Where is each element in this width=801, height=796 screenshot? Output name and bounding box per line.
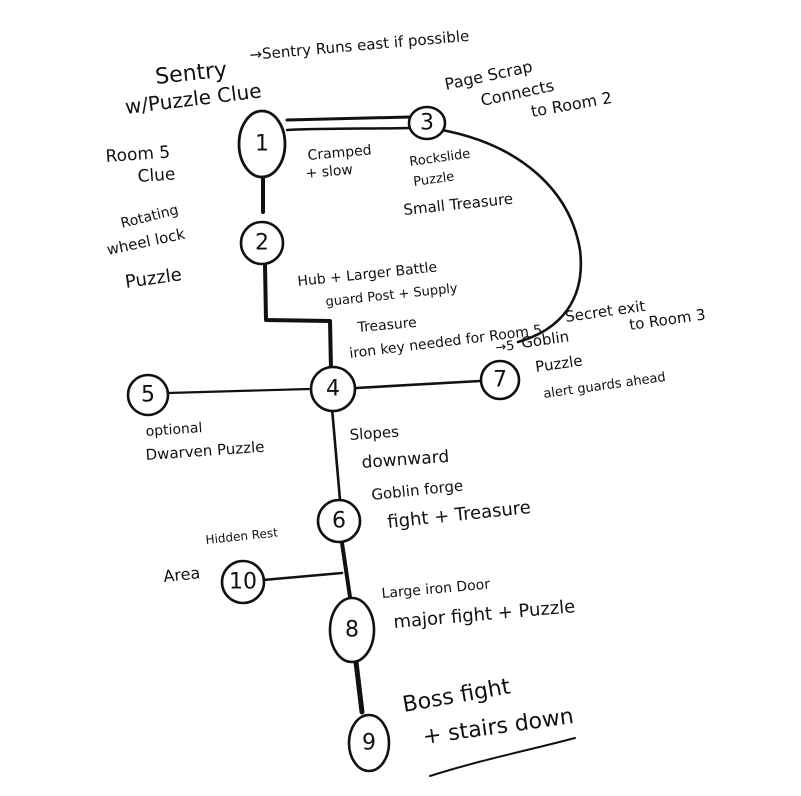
room-9-number: 9 [362, 731, 376, 756]
corridor-2-4 [263, 263, 333, 372]
room-7-number: 7 [493, 368, 507, 393]
room-1-node: 1 [237, 109, 287, 179]
room-3-node: 3 [407, 105, 447, 141]
corridor-4-7 [354, 379, 482, 390]
slopes-line2: downward [361, 447, 450, 473]
room-8-node: 8 [328, 596, 376, 664]
room-1-number: 1 [255, 132, 269, 157]
rotating-line2: wheel lock [105, 225, 187, 259]
boss-line1: Boss fight [401, 674, 513, 718]
goblin-forge-line1: Goblin forge [371, 476, 464, 504]
room-10-node: 10 [220, 559, 266, 605]
room-4-number: 4 [326, 377, 340, 402]
corridor-1-3-upper [285, 115, 412, 122]
optional-line1: optional [145, 420, 203, 440]
room5-clue-line2: Clue [137, 164, 176, 187]
slopes-line1: Slopes [349, 423, 400, 444]
corridor-8-9 [353, 659, 365, 715]
room-4-node: 4 [309, 365, 357, 413]
room-5-node: 5 [126, 373, 170, 417]
room-5-number: 5 [141, 383, 155, 408]
room5-clue-line1: Room 5 [105, 143, 171, 167]
hub-line3: Treasure [356, 315, 418, 336]
corridor-1-3-lower [285, 126, 412, 132]
room-9-node: 9 [347, 713, 391, 773]
rockslide-line3: Small Treasure [403, 190, 514, 219]
room-6-node: 6 [316, 498, 362, 544]
corridor-5-4 [166, 387, 311, 395]
cramped-line1: Cramped [307, 142, 372, 164]
rotating-line3: Puzzle [124, 264, 183, 293]
goblin-forge-line2: fight + Treasure [386, 497, 531, 533]
annotations: Sentry w/Puzzle Clue →Sentry Runs east i… [105, 27, 707, 750]
goblin-puzzle-line2: Puzzle [534, 352, 583, 376]
goblin-puzzle-line3: alert guards ahead [542, 370, 666, 402]
iron-door-line1: Large iron Door [381, 577, 491, 602]
room-2-number: 2 [255, 231, 269, 256]
iron-door-line2: major fight + Puzzle [393, 596, 577, 633]
room-7-node: 7 [479, 359, 521, 401]
cramped-line2: + slow [305, 162, 354, 182]
room-6-number: 6 [332, 509, 346, 534]
corridor-4-6 [330, 406, 342, 502]
room-8-number: 8 [345, 618, 359, 643]
hidden-rest-label: Hidden Rest [205, 525, 279, 547]
optional-line2: Dwarven Puzzle [145, 438, 265, 464]
room-2-node: 2 [239, 220, 285, 266]
five-arrow: →5 [494, 338, 515, 356]
corridor-10-8 [261, 571, 344, 582]
sentry-runs-note: →Sentry Runs east if possible [249, 27, 470, 64]
corridor-6-8 [340, 541, 352, 599]
underline-stroke [429, 737, 576, 777]
rockslide-line1: Rockslide [408, 147, 471, 170]
room-3-number: 3 [420, 111, 434, 136]
area-label: Area [162, 563, 201, 586]
corridor-3-7-secret [440, 128, 583, 344]
room-10-number: 10 [229, 570, 257, 595]
room-nodes: 1 2 3 4 5 6 7 8 [126, 105, 521, 773]
rockslide-line2: Puzzle [412, 169, 455, 190]
corridors [166, 115, 583, 777]
hub-line2: guard Post + Supply [325, 281, 459, 310]
